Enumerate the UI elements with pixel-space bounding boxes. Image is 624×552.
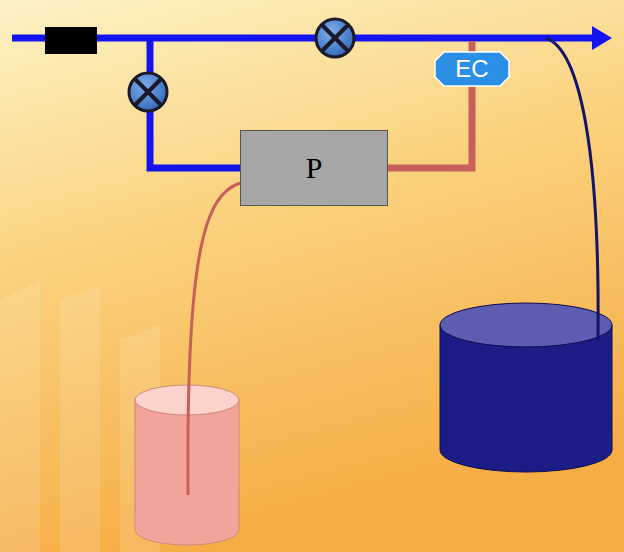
filter-block: [45, 27, 97, 54]
pipe-line: [388, 87, 472, 168]
node-label: P: [306, 151, 323, 185]
water-tank: [440, 303, 612, 472]
valve-symbol: [316, 19, 354, 57]
valve-symbol: [129, 73, 167, 111]
ec-outline: [435, 52, 509, 86]
return-tube: [546, 38, 598, 340]
node-label: EC: [455, 55, 488, 83]
flow-arrowhead: [592, 26, 612, 50]
suction-tube: [188, 183, 240, 495]
ec-controller: EC: [434, 51, 510, 87]
main-pipe: [12, 35, 596, 42]
pump-box: P: [240, 130, 388, 206]
pipe-connector: [388, 87, 472, 168]
